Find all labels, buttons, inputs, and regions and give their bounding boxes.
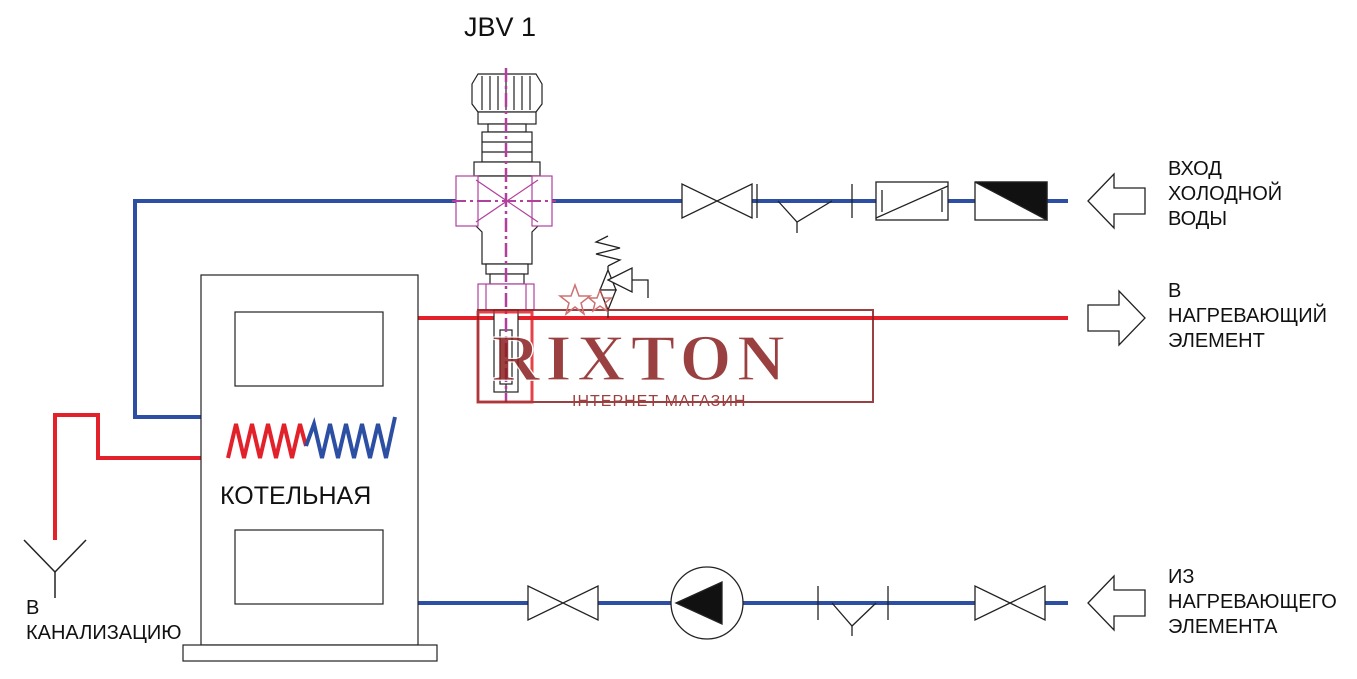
circulation-pump-icon xyxy=(670,566,744,640)
return-strainer-icon xyxy=(817,586,889,636)
heat-exchanger-coil xyxy=(226,416,397,459)
boiler-unit xyxy=(182,274,438,662)
return-ball-valve-2-icon xyxy=(974,584,1046,622)
cold-inlet-label-1: ВХОД xyxy=(1168,158,1222,180)
boiler-base xyxy=(182,644,438,662)
cold-pressure-reducer-icon xyxy=(974,181,1048,222)
coil-cold-section xyxy=(304,416,397,459)
cold-inlet-label-2: ХОЛОДНОЙ xyxy=(1168,181,1282,205)
from-heater-label-2: НАГРЕВАЮЩЕГО xyxy=(1168,591,1337,613)
cold-inlet-fittings xyxy=(681,181,1048,233)
sewer-label-2: КАНАЛИЗАЦИЮ xyxy=(26,622,182,644)
flow-arrows xyxy=(1087,172,1146,632)
from-heater-arrow-icon xyxy=(1087,574,1146,632)
return-ball-valve-1-icon xyxy=(527,584,599,622)
cold-ball-valve-icon xyxy=(681,182,753,220)
boiler-bottom-panel xyxy=(234,529,384,605)
safety-valve-icon xyxy=(594,235,649,318)
cold-check-valve-icon xyxy=(875,181,949,221)
to-heater-label-1: В xyxy=(1168,280,1181,302)
cold-inlet-label-3: ВОДЫ xyxy=(1168,208,1227,230)
hot-water-pipes xyxy=(53,316,1068,540)
sewer-drain-pipe xyxy=(53,413,228,540)
boiler-room-label: КОТЕЛЬНАЯ xyxy=(220,482,371,510)
cold-strainer-icon xyxy=(756,184,853,233)
from-heater-label-1: ИЗ xyxy=(1168,566,1194,588)
to-heater-label-3: ЭЛЕМЕНТ xyxy=(1168,330,1265,352)
watermark-brand: RIXTON xyxy=(492,322,791,395)
valve-title: JBV 1 xyxy=(464,12,536,42)
boiler-top-panel xyxy=(234,311,384,387)
return-line-fittings xyxy=(527,566,1046,640)
to-heater-label-2: НАГРЕВАЮЩИЙ xyxy=(1168,303,1327,327)
watermark-subtitle: ІНТЕРНЕТ МАГАЗИН xyxy=(572,393,746,410)
rixton-watermark-logo: RIXTON ІНТЕРНЕТ МАГАЗИН xyxy=(476,282,874,410)
from-heater-label-3: ЭЛЕМЕНТА xyxy=(1168,616,1278,638)
sewer-label-1: В xyxy=(26,597,39,619)
coil-hot-section xyxy=(226,423,308,459)
cold-inlet-arrow-icon xyxy=(1087,172,1146,230)
to-heater-arrow-icon xyxy=(1087,289,1146,347)
sewer-funnel-icon xyxy=(23,539,87,598)
